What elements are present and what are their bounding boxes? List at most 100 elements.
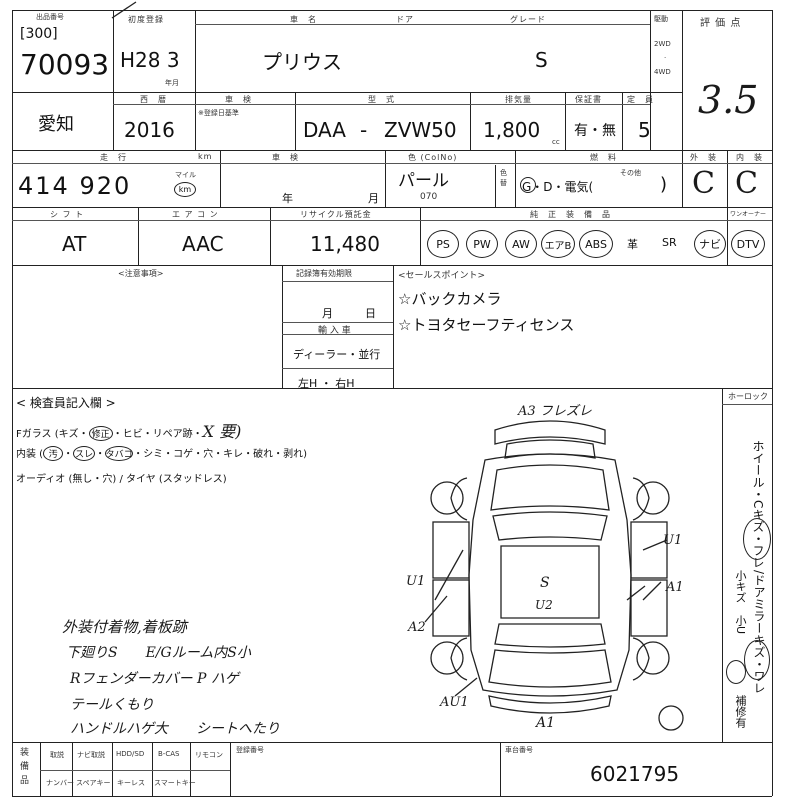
fuel-close: ) — [660, 174, 668, 195]
ac-label: エ ア コ ン — [172, 210, 219, 219]
car-damage-diagram — [424, 420, 684, 731]
import-dealer: ディーラー・並行 — [293, 348, 381, 361]
side-circle-kizu — [743, 518, 771, 560]
sales-point-1: ☆バックカメラ — [398, 290, 502, 308]
model-prefix: DAA — [303, 118, 346, 142]
audio-text: オーディオ (無し・穴) / タイヤ (スタッドレス) — [16, 474, 227, 485]
bottom-border — [12, 796, 772, 797]
footer-cell-navi-manual: ナビ取説 — [77, 751, 105, 759]
drive-2wd: 2WD — [654, 40, 671, 48]
interior-text: 内装 (汚・スレ・タバコ・シミ・コゲ・穴・キレ・破れ・剥れ) — [16, 445, 307, 461]
footer-top — [12, 742, 772, 743]
windshield — [492, 511, 608, 541]
exterior: C — [692, 166, 715, 201]
reg-number-label: 出品番号 — [36, 13, 64, 21]
note-4: テールくもり — [70, 697, 154, 713]
equip-ps: PS — [427, 230, 459, 258]
mark-au1: AU1 — [440, 695, 469, 710]
score: 3.5 — [698, 78, 759, 122]
extra-label: ワンオーナー — [730, 211, 767, 218]
first-reg-value: H28 3 — [120, 48, 180, 72]
year: 2016 — [124, 118, 175, 142]
record-label: 記録簿有効期限 — [296, 269, 352, 278]
row2-bottom — [12, 150, 772, 151]
mileage: 414 920 — [18, 172, 132, 200]
year-label: 西 暦 — [140, 95, 167, 104]
unit-jp: km — [198, 152, 213, 161]
equipment-label: 純 正 装 備 品 — [530, 210, 611, 219]
handle: 左H ・ 右H — [298, 377, 355, 390]
reg-label: 登録番号 — [236, 746, 264, 754]
mark-s: S — [540, 575, 550, 591]
rear-bumper — [488, 695, 612, 714]
mark-u1-right: U1 — [663, 533, 683, 548]
interior-label: 内 装 — [736, 153, 763, 162]
fuel-circle-g — [520, 177, 536, 193]
lot-prefix: [300] — [20, 26, 58, 42]
rear-left-wheel — [430, 641, 464, 675]
front-bumper — [494, 420, 606, 445]
mark-u2: U2 — [535, 598, 553, 612]
row5-bottom — [12, 388, 772, 389]
equip-dtv: DTV — [731, 230, 765, 258]
warranty-label: 保証書 — [575, 95, 602, 104]
row1-bottom — [12, 92, 682, 93]
side-circle-u — [726, 660, 746, 684]
note-1: 外装付着物,着板跡 — [62, 618, 187, 636]
interior: C — [735, 166, 758, 201]
first-reg-label: 初度登録 — [128, 15, 164, 24]
side-small-2: 小U — [734, 615, 747, 635]
rear-right-wheel — [636, 641, 670, 675]
car-body — [468, 453, 632, 697]
drive-4wd: 4WD — [654, 68, 671, 76]
hood — [490, 464, 610, 511]
color-code: 070 — [420, 192, 438, 202]
recycle-label: リサイクル預託金 — [300, 210, 372, 219]
inspection-month: 月 — [368, 192, 379, 205]
inspection-year: 年 — [282, 192, 293, 205]
mark-a1-right: A1 — [666, 580, 684, 595]
inspector-label: < 検査員記入欄 > — [16, 396, 116, 410]
chassis-label: 車台番号 — [505, 746, 533, 754]
footer-cell-sparekey: スペアキー — [76, 779, 111, 787]
equip-sr: SR — [662, 236, 677, 249]
car-name-label: 車 名 — [290, 15, 317, 24]
rear-left-door — [432, 579, 470, 637]
exterior-label: 外 装 — [690, 153, 717, 162]
footer-cell-manual: 取説 — [50, 751, 64, 759]
shaken-note: ※登録日基準 — [198, 109, 239, 117]
footer-cell-bcas: B-CAS — [158, 750, 180, 758]
displacement-unit: cc — [552, 138, 560, 146]
mark-a1-bottom: A1 — [536, 715, 556, 731]
score-label: 評 価 点 — [700, 18, 742, 29]
top-border — [12, 10, 772, 11]
equip-pw: PW — [466, 230, 498, 258]
rear-right-door — [630, 579, 668, 637]
drive-label: 駆動 — [654, 15, 668, 23]
displacement-label: 排気量 — [505, 95, 532, 104]
front-left-wheel — [430, 481, 464, 515]
capacity: 5 — [638, 118, 651, 142]
note-5: ハンドルハゲ大 シートへたり — [70, 721, 280, 737]
rear-window — [494, 623, 606, 648]
shift: AT — [62, 232, 87, 256]
region: 愛知 — [38, 114, 74, 135]
left-border — [12, 10, 13, 796]
equip-aw: AW — [505, 230, 537, 258]
ac: AAC — [182, 232, 224, 256]
mileage-unit-km: km — [174, 182, 196, 197]
grade-label: グレード — [510, 15, 546, 24]
front-right-door — [630, 521, 668, 579]
notes-label: <注意事項> — [118, 269, 164, 278]
capacity-label: 定 員 — [627, 95, 654, 104]
footer-cell-keyless: キーレス — [117, 779, 145, 787]
mark-a2: A2 — [408, 620, 426, 635]
fuel-other: その他 — [620, 169, 641, 177]
equip-leather: 革 — [627, 238, 638, 251]
roof — [500, 545, 600, 619]
side-label: ホーロック — [728, 392, 768, 401]
fuel-label: 燃 料 — [590, 153, 617, 162]
row4-bottom — [12, 265, 772, 266]
row3-bottom — [12, 207, 772, 208]
